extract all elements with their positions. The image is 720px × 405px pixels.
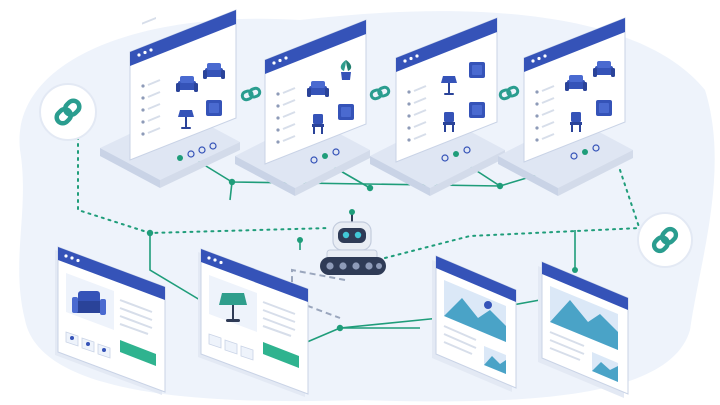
robot-icon <box>320 209 386 275</box>
top-panel-1 <box>100 9 240 188</box>
link-icon <box>637 212 693 268</box>
armchair-product-page <box>55 246 166 395</box>
top-panel-4 <box>498 17 633 196</box>
link-icon <box>39 83 97 141</box>
top-panel-2 <box>235 19 370 196</box>
lamp-product-page <box>198 248 309 397</box>
top-panel-3 <box>370 17 505 196</box>
landscape-article-page <box>538 261 629 398</box>
landscape-article-page <box>432 255 517 392</box>
dotted-links <box>77 129 641 259</box>
